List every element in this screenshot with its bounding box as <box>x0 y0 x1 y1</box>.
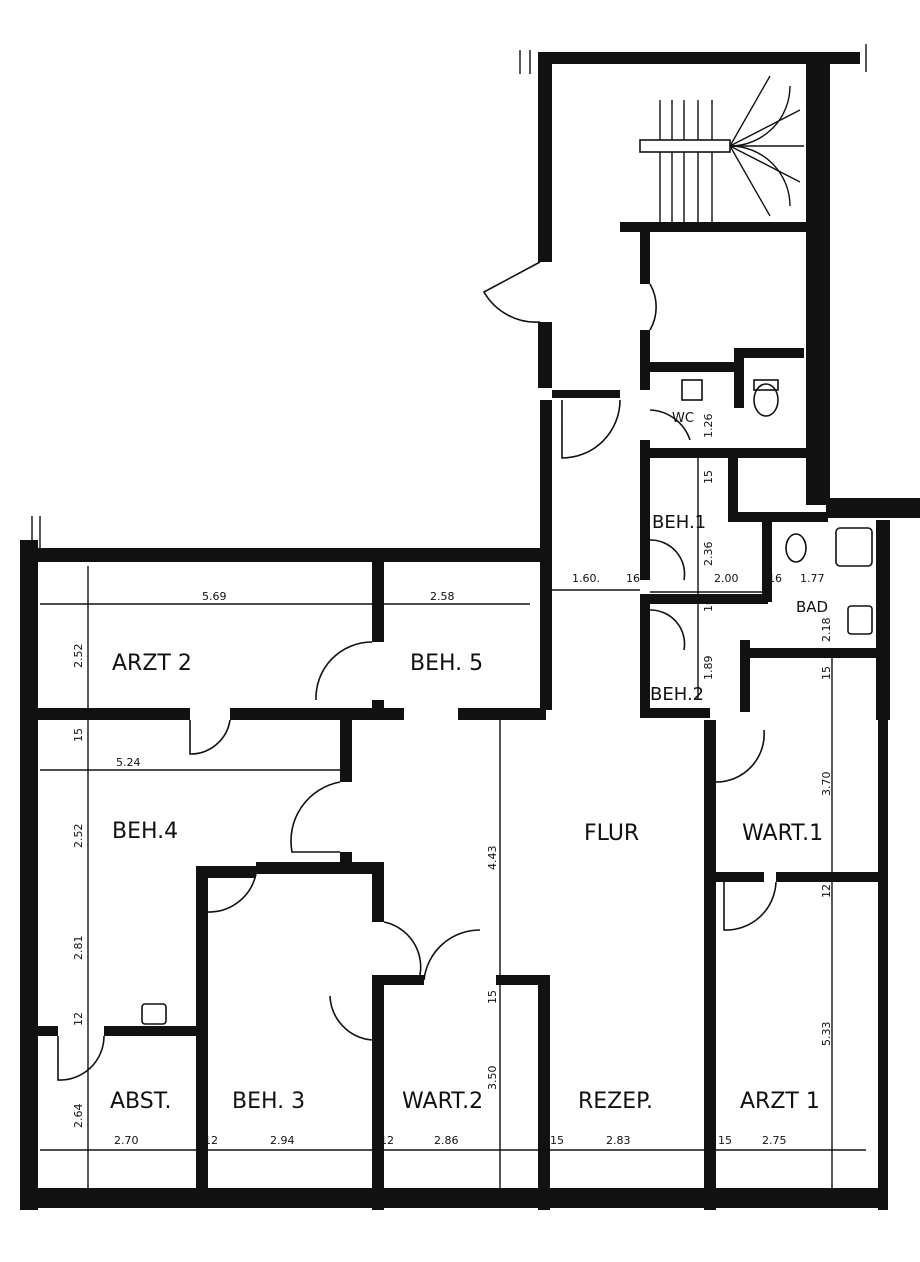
dim-label: 2.52 <box>72 824 85 849</box>
room-beh4: BEH.4 <box>112 819 178 844</box>
dimension-labels: 5.69 2.58 2.52 15 5.24 2.52 2.81 12 2.64… <box>72 414 833 1148</box>
doors <box>57 261 777 1081</box>
dim-label: 2.94 <box>270 1134 295 1147</box>
dim-label: 2.58 <box>430 590 455 603</box>
dim-label: 2.75 <box>762 1134 787 1147</box>
dim-label: 2.36 <box>702 542 715 567</box>
dim-label: 15 <box>486 990 499 1004</box>
dim-label: 16 <box>626 572 640 585</box>
dim-label: 2.83 <box>606 1134 631 1147</box>
dim-label: 2.18 <box>820 618 833 643</box>
dim-label: 2.00 <box>714 572 739 585</box>
room-arzt2: ARZT 2 <box>112 651 192 676</box>
dim-label: 2.64 <box>72 1104 85 1129</box>
dim-label: 16 <box>768 572 782 585</box>
dim-label: 1.77 <box>800 572 825 585</box>
dim-label: 12 <box>72 1012 85 1026</box>
room-beh3: BEH. 3 <box>232 1089 305 1114</box>
sanitary-fixtures <box>141 379 873 1025</box>
room-wart2: WART.2 <box>402 1089 483 1114</box>
dim-label: 5.33 <box>820 1022 833 1047</box>
dim-label: 10 <box>702 598 715 612</box>
room-flur: FLUR <box>584 821 639 846</box>
walls <box>20 52 920 1210</box>
room-beh1: BEH.1 <box>652 512 706 533</box>
dim-label: 12 <box>204 1134 218 1147</box>
staircase <box>639 75 804 222</box>
dim-label: 15 <box>702 470 715 484</box>
room-wc: WC <box>672 411 694 426</box>
room-wart1: WART.1 <box>742 821 823 846</box>
dim-label: 2.52 <box>72 644 85 669</box>
dim-label: 2.86 <box>434 1134 459 1147</box>
dim-label: 15 <box>550 1134 564 1147</box>
room-bad: BAD <box>796 598 828 616</box>
dim-label: 1.26 <box>702 414 715 439</box>
dim-label: 2.81 <box>72 936 85 961</box>
dim-label: 5.24 <box>116 756 141 769</box>
dim-label: 4.43 <box>486 846 499 871</box>
room-rezep: REZEP. <box>578 1089 653 1114</box>
dim-label: 1.60. <box>572 572 600 585</box>
dim-label: 15 <box>72 728 85 742</box>
dim-label: 12 <box>820 884 833 898</box>
room-arzt1: ARZT 1 <box>740 1089 820 1114</box>
room-labels: ARZT 2 BEH. 5 BEH.4 BEH.1 BEH.2 WC BAD F… <box>110 411 828 1114</box>
dim-label: 3.70 <box>820 772 833 797</box>
room-abst: ABST. <box>110 1089 172 1114</box>
room-beh2: BEH.2 <box>650 684 704 705</box>
dim-label: 15 <box>820 666 833 680</box>
dim-label: 3.50 <box>486 1066 499 1091</box>
windows-and-lines <box>29 44 885 1195</box>
dim-label: 2.70 <box>114 1134 139 1147</box>
dim-label: 15 <box>718 1134 732 1147</box>
dim-label: 5.69 <box>202 590 227 603</box>
room-beh5: BEH. 5 <box>410 651 483 676</box>
dim-label: 12 <box>380 1134 394 1147</box>
dim-label: 1.89 <box>702 656 715 681</box>
